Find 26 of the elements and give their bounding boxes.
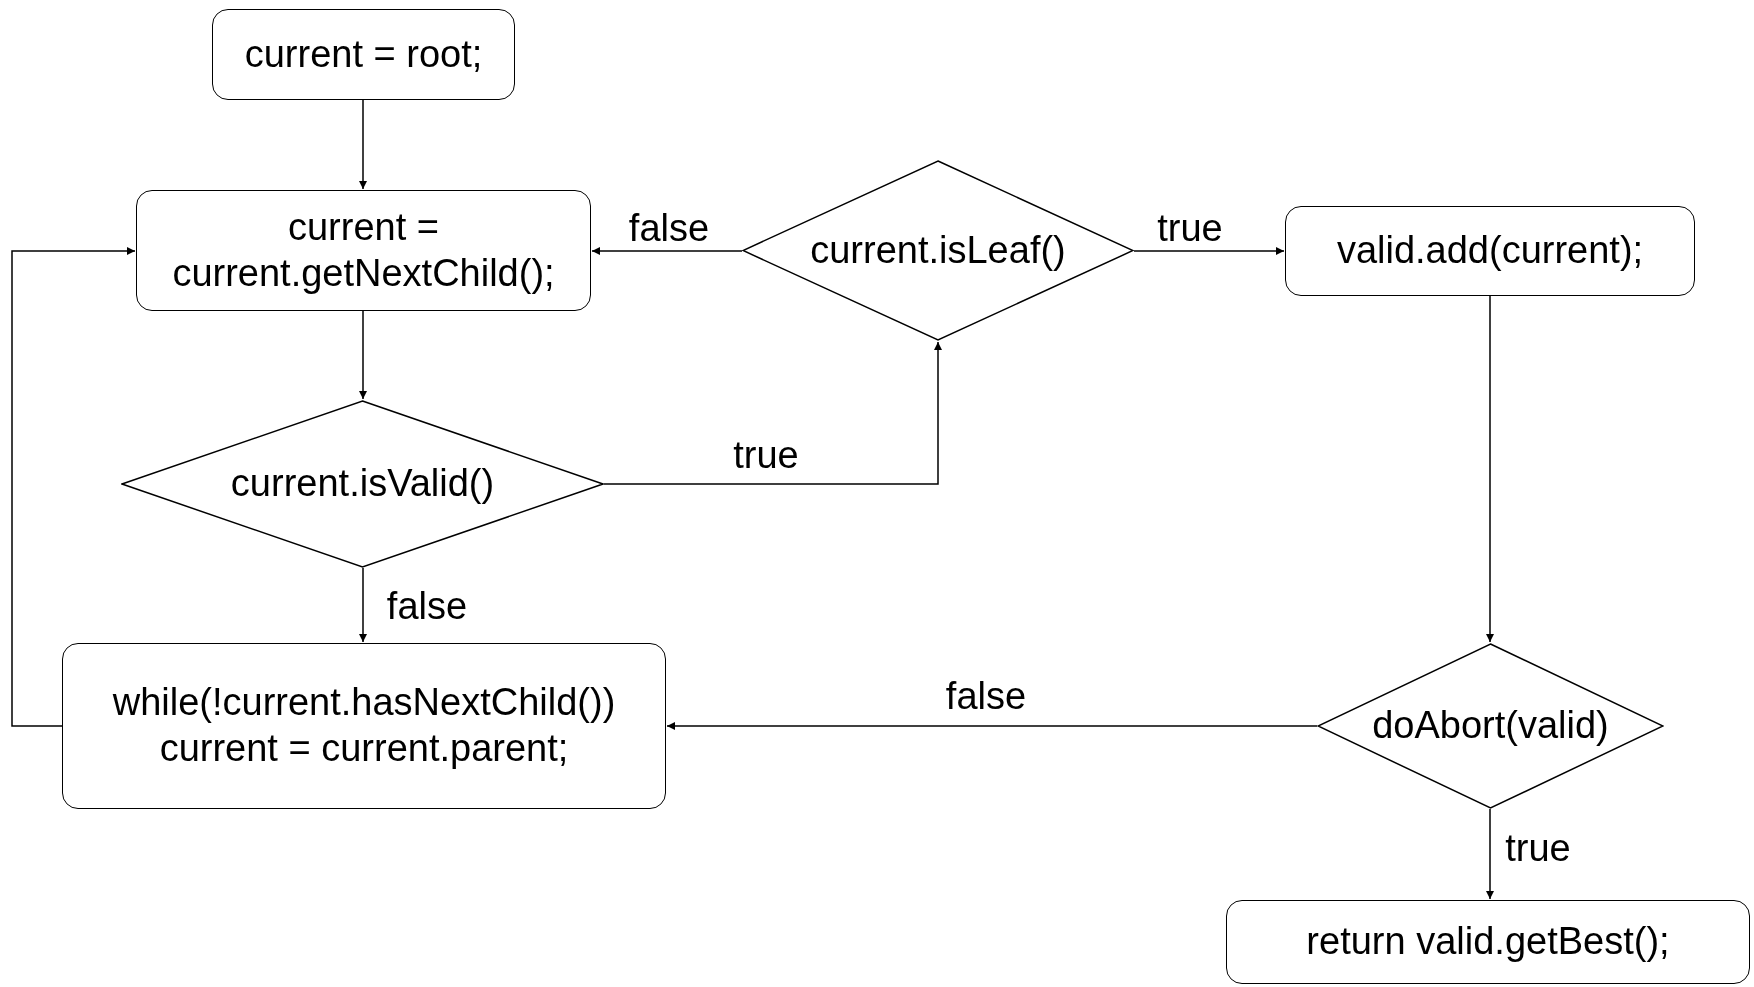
process-box — [1285, 206, 1695, 296]
node-text: current.isLeaf() — [810, 227, 1066, 273]
decision-diamond — [121, 400, 604, 568]
decision-diamond — [742, 160, 1134, 341]
arrow — [1133, 247, 1285, 255]
node-text: current.isValid() — [230, 461, 495, 507]
arrow — [11, 247, 136, 727]
node-text: current = root; — [244, 31, 483, 77]
node-text: current = current.getNextChild(); — [171, 204, 556, 296]
process-box — [1226, 900, 1750, 984]
node-text: doAbort(valid) — [1372, 703, 1609, 749]
arrow — [1486, 295, 1494, 643]
arrow — [359, 310, 367, 400]
arrow — [666, 722, 1318, 730]
process-box — [136, 190, 591, 311]
arrow — [591, 247, 743, 255]
node-text: valid.add(current); — [1336, 228, 1644, 274]
arrow — [359, 567, 367, 643]
decision-diamond — [1317, 643, 1664, 809]
node-text: while(!current.hasNextChild()) current = current.parent; — [111, 680, 617, 771]
node-text: return valid.getBest(); — [1306, 919, 1670, 965]
process-box — [62, 643, 666, 809]
process-box — [212, 9, 515, 100]
arrow — [603, 341, 942, 485]
arrow — [1486, 808, 1494, 900]
arrow — [359, 99, 367, 190]
